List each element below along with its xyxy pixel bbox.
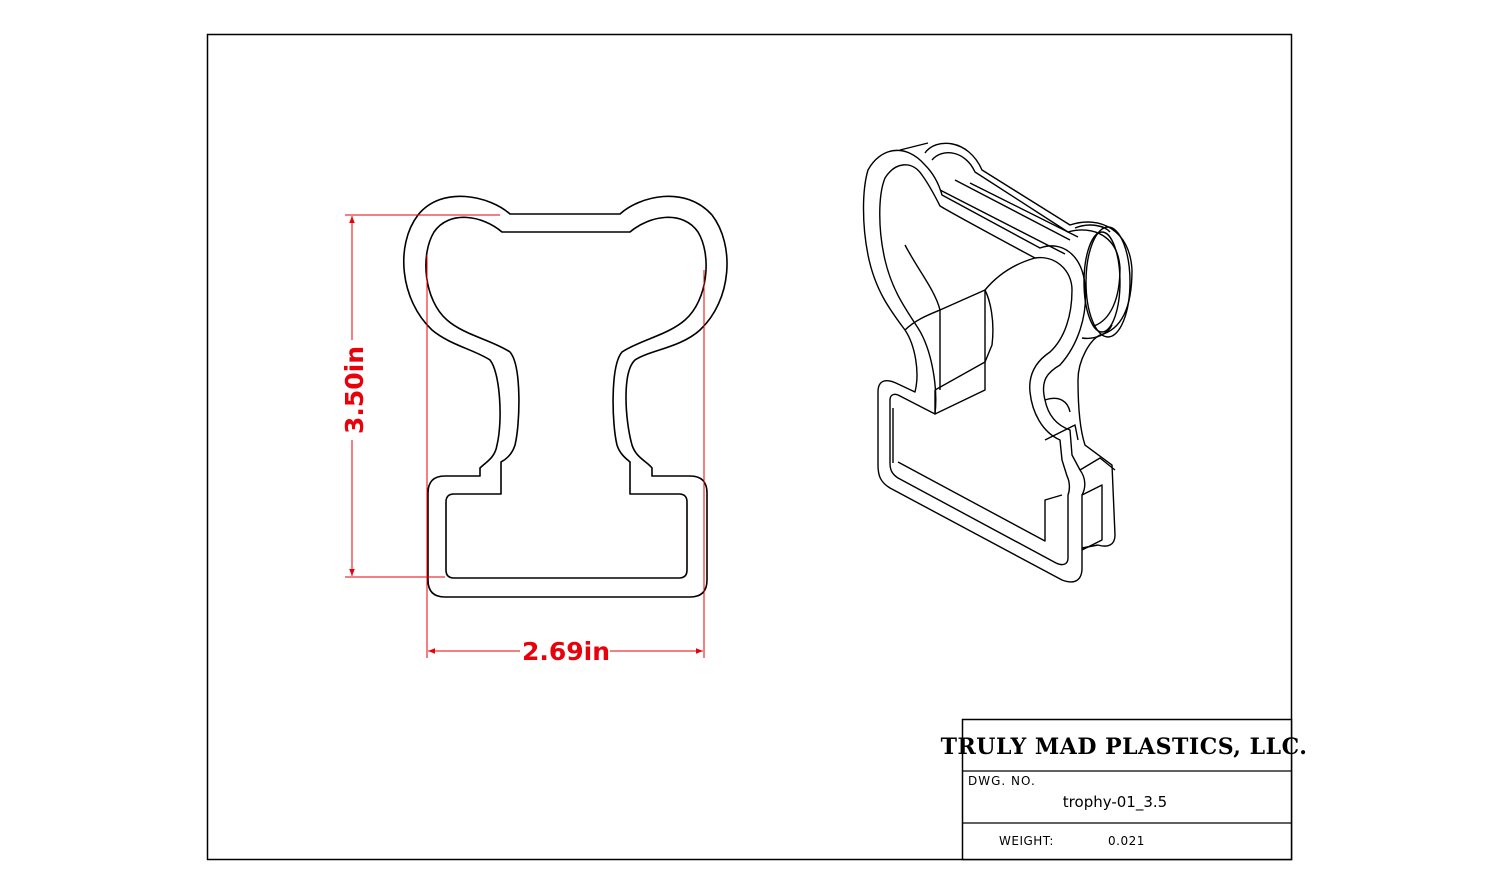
front-view-inner-outline bbox=[425, 216, 707, 579]
iso-inner-wall bbox=[904, 289, 994, 391]
isometric-view bbox=[862, 142, 1133, 583]
width-dimension-label: 2.69in bbox=[522, 637, 610, 666]
drawing-number-value: trophy-01_3.5 bbox=[1063, 793, 1167, 812]
iso-front-inner bbox=[879, 164, 1073, 566]
iso-base-inner bbox=[897, 461, 1063, 542]
iso-front-outer bbox=[862, 149, 1087, 583]
height-dimension: 3.50in bbox=[340, 214, 500, 578]
weight-label: WEIGHT: bbox=[999, 834, 1054, 848]
weight-value: 0.021 bbox=[1108, 834, 1145, 848]
drawing-number-label: DWG. NO. bbox=[968, 774, 1036, 788]
front-view bbox=[402, 195, 728, 598]
iso-back-outline bbox=[924, 142, 1133, 547]
front-view-outer-outline bbox=[402, 195, 728, 598]
height-dimension-label: 3.50in bbox=[340, 346, 369, 434]
company-name: TRULY MAD PLASTICS, LLC. bbox=[941, 734, 1308, 760]
iso-inner-wall-top bbox=[904, 244, 941, 311]
iso-back-inner bbox=[931, 152, 1121, 327]
iso-right-lobe-ring bbox=[1085, 226, 1131, 338]
title-block-frame bbox=[961, 718, 1293, 861]
title-block: TRULY MAD PLASTICS, LLC. DWG. NO. trophy… bbox=[941, 718, 1308, 861]
sheet-border bbox=[206, 33, 1293, 861]
width-dimension: 2.69in bbox=[426, 255, 705, 666]
